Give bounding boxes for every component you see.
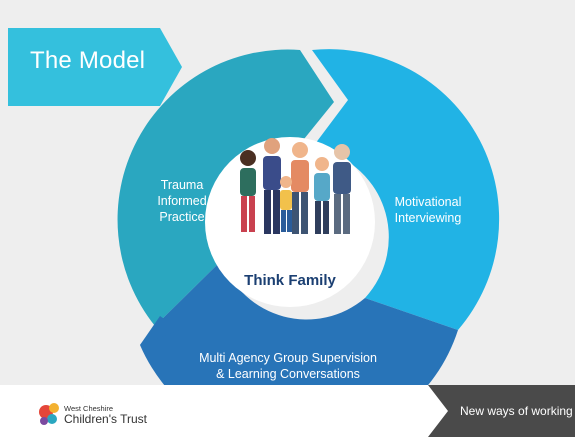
trust-logo-icon [39,403,59,425]
tagline: New ways of working [460,404,573,418]
logo-big-text: Children's Trust [64,412,147,426]
family-illustration [240,138,351,234]
title-banner [8,28,182,106]
center-label: Think Family [244,272,336,289]
logo-small-text: West Cheshire [64,404,114,413]
segment-multi-agency-edge [140,316,180,345]
trauma-label: Trauma Informed Practice [157,178,207,224]
motivational-label: Motivational Interviewing [394,195,462,225]
trust-logo: West Cheshire Children's Trust [34,400,174,428]
segment-motivational [312,49,500,331]
tagline-banner [428,385,575,437]
multi-agency-label: Multi Agency Group Supervision & Learnin… [199,351,377,381]
slide-title: The Model [30,47,146,74]
